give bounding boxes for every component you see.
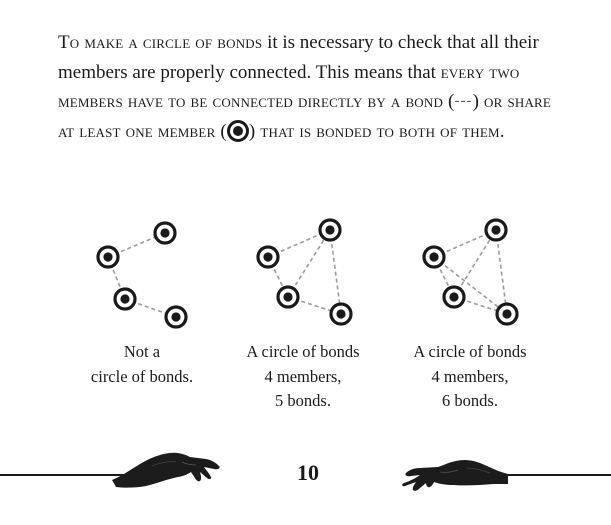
caption-line: A circle of bonds [413, 342, 527, 361]
caption-line: circle of bonds. [90, 366, 194, 386]
diagram-not-circle [96, 221, 188, 329]
intro-lead: To make a circle of bonds [58, 32, 263, 53]
caption-diagram-2: A circle of bonds 4 members, 5 bonds. [213, 340, 393, 414]
member-node-icon [256, 245, 280, 269]
right-hand-icon [402, 459, 508, 491]
caption-line: A circle of bonds [246, 342, 360, 361]
member-node-icon [484, 218, 508, 242]
caption-line: 4 members, [431, 366, 509, 386]
member-node-icon [442, 285, 466, 309]
intro-text-1: it is necessary to check that all their … [58, 32, 539, 83]
intro-rule-2: ) or share at least one member ( [58, 91, 552, 142]
member-node-icon [96, 245, 120, 269]
footer-rule-right [478, 474, 611, 476]
member-node-icon [495, 302, 519, 326]
bond-line [329, 229, 342, 315]
member-node-icon [329, 302, 353, 326]
member-node-icon [276, 285, 300, 309]
bond-line [495, 229, 508, 315]
intro-paragraph: To make a circle of bonds it is necessar… [58, 28, 558, 146]
left-hand-icon [112, 452, 220, 488]
caption-diagram-1: Not a circle of bonds. [52, 340, 232, 389]
bond-line [433, 256, 508, 315]
member-node-icon [318, 218, 342, 242]
member-node-icon [164, 305, 188, 329]
footer-rule-left [0, 474, 140, 476]
page-number: 10 [297, 460, 319, 485]
diagram-circle-6-bonds [422, 218, 519, 326]
bond-symbol: --- [454, 93, 473, 109]
caption-line: 5 bonds. [275, 391, 331, 410]
intro-rule-1: every two members have to be connected d… [58, 61, 520, 113]
bond-line [287, 229, 331, 298]
member-node-icon [113, 287, 137, 311]
caption-line: Not a [123, 342, 161, 361]
bond-line [453, 229, 497, 298]
member-node-icon [422, 245, 446, 269]
caption-line: 4 members, [264, 366, 342, 386]
diagram-circle-5-bonds [256, 218, 353, 326]
member-node-icon [226, 119, 249, 142]
member-node-icon [153, 221, 177, 245]
caption-diagram-3: A circle of bonds 4 members, 6 bonds. [380, 340, 560, 414]
intro-rule-3: ) that is bonded to both of them. [248, 120, 505, 142]
caption-line: 6 bonds. [442, 391, 498, 410]
